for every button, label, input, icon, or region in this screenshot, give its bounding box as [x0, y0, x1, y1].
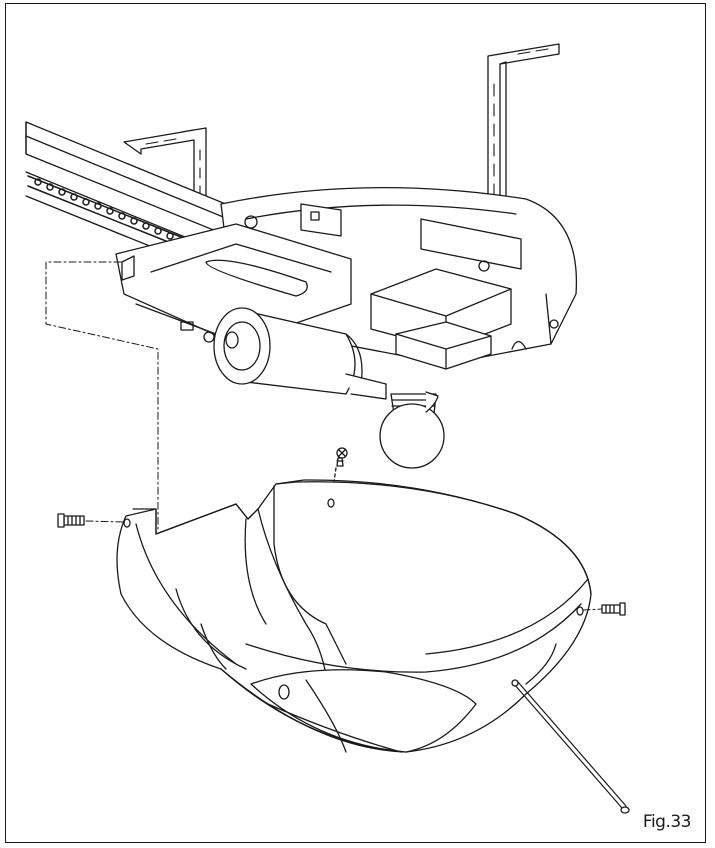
- motor-icon: [213, 307, 387, 400]
- screw-icon: [57, 513, 85, 528]
- cover-dome: [116, 479, 592, 753]
- alignment-line: [45, 261, 159, 530]
- bulb-icon: [379, 391, 445, 469]
- screw-icon: [336, 447, 348, 467]
- release-cord: [511, 679, 630, 814]
- screw-icon: [601, 602, 626, 616]
- rail-housing: [115, 223, 352, 345]
- bracket-slots-right: [493, 48, 549, 217]
- figure-frame: Fig.33: [5, 3, 706, 843]
- drive-chain: [27, 175, 187, 250]
- transformer-box: [370, 268, 512, 370]
- figure-label: Fig.33: [642, 812, 692, 832]
- exploded-assembly-drawing: [25, 43, 630, 814]
